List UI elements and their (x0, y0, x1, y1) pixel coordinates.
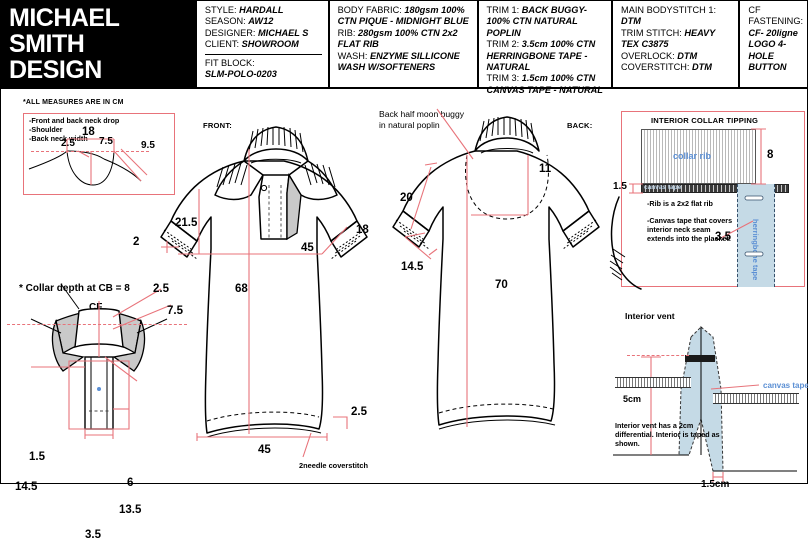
placket-detail-value: 6 (127, 477, 134, 489)
vent-height-value: 5cm (623, 394, 642, 404)
trim3-row: TRIM 3: 1.5cm 100% CTN CANVAS TAPE - NAT… (486, 73, 603, 95)
vent-hem-tape-right (713, 393, 799, 404)
back-buggy-note: Back half moon buggy in natural poplin (379, 109, 465, 130)
rib-note: -Rib is a 2x2 flat rib (647, 199, 713, 208)
body-fabric-row: BODY FABRIC: 180gsm 100% CTN PIQUE - MID… (337, 5, 469, 27)
collar-detail-drawing (30, 283, 172, 439)
front-neck-drop-value: 2.5 (61, 138, 75, 149)
header-col-fastening: CF FASTENING: CF- 20ligne LOGO 4-HOLE BU… (738, 1, 808, 87)
drawing-area: *ALL MEASURES ARE IN CM -Front and back … (1, 89, 808, 541)
vent-width-value: 1.5cm (701, 479, 730, 490)
back-sleeve-length-value: 20 (400, 192, 413, 204)
fitblock-row: FIT BLOCK: SLM-POLO-0203 (204, 53, 322, 81)
season-row: SEASON: AW12 (204, 16, 274, 27)
vent-hem-tape-left (615, 377, 691, 388)
coverstitch-row: COVERSTITCH: DTM (621, 62, 712, 73)
rib-depth-value: 8 (767, 149, 774, 161)
back-neck-drop-value: 7.5 (99, 136, 113, 147)
shoulder-value: 9.5 (141, 140, 155, 151)
vent-top-guide (627, 355, 689, 356)
placket-top-value: 1.5 (29, 451, 45, 463)
back-neck-depth-value: 11 (539, 163, 552, 175)
interior-vent-title: Interior vent (625, 311, 675, 321)
neck-centerline (31, 151, 149, 152)
wash-row: WASH: ENZYME SILLICONE WASH W/SOFTENERS (337, 50, 460, 73)
canvas-width-value: 1.5 (613, 181, 627, 192)
collar-tipping-callouts (609, 128, 766, 290)
back-view-drawing (392, 108, 600, 430)
collar-tipping-box (621, 111, 805, 287)
collar-rib-swatch (641, 129, 756, 184)
rib-row: RIB: 280gsm 100% CTN 2x2 FLAT RIB (337, 27, 458, 50)
collar-tipping-title: INTERIOR COLLAR TIPPING (651, 116, 759, 125)
front-sleeve-opening-left-value: 2 (133, 236, 140, 248)
front-view-drawing (160, 126, 368, 458)
canvas-note: -Canvas tape that covers interior neck s… (647, 216, 733, 243)
back-body-length-value: 70 (495, 279, 508, 291)
back-neck-width-value: 18 (82, 126, 95, 138)
client-row: CLIENT: SHOWROOM (204, 39, 299, 50)
herringbone-tape-label: herringbone tape (751, 219, 760, 281)
vent-canvas-tape-label: canvas tape (763, 381, 808, 390)
collar-depth-note: * Collar depth at CB = 8 (19, 283, 130, 294)
back-view-label: BACK: (567, 121, 593, 130)
header-col-trims: TRIM 1: BACK BUGGY- 100% CTN NATURAL POP… (476, 1, 612, 95)
all-measures-note: *ALL MEASURES ARE IN CM (23, 99, 124, 106)
logo-line-1: MICHAEL (9, 4, 120, 32)
collar-stand-value: 2.5 (153, 283, 169, 295)
coverstitch-note: 2needle coverstitch (299, 461, 369, 470)
canvas-tape-label: canvas tape (644, 184, 682, 191)
fastening-row: CF FASTENING: CF- 20ligne LOGO 4-HOLE BU… (748, 5, 804, 73)
front-hem-value: 45 (258, 444, 271, 456)
front-hem-depth-value: 2.5 (351, 406, 367, 418)
canvas-tape-band (641, 184, 789, 193)
brand-logo: MICHAEL SMITH DESIGN (1, 1, 195, 87)
collar-fall-value: 7.5 (167, 305, 183, 317)
neck-detail-box (23, 113, 175, 195)
front-sleeve-length-value: 21.5 (175, 217, 198, 229)
herringbone-tape-swatch (737, 184, 775, 287)
style-row: STYLE: HARDALL (204, 5, 284, 15)
cf-label: CF (89, 302, 103, 313)
back-cuff-value: 14.5 (401, 261, 424, 273)
logo-line-3: DESIGN (9, 56, 102, 84)
vent-note: Interior vent has a 2cm differential. In… (615, 421, 720, 448)
collar-rib-label: collar rib (673, 151, 712, 161)
header-col-fabric: BODY FABRIC: 180gsm 100% CTN PIQUE - MID… (327, 1, 477, 87)
front-body-length-value: 68 (235, 283, 248, 295)
herringbone-width-value: 3.5 (715, 231, 731, 243)
designer-row: DESIGNER: MICHAEL S (204, 27, 309, 38)
header-col-style: STYLE: HARDALL SEASON: AW12 DESIGNER: MI… (194, 1, 328, 87)
interior-vent-drawing (613, 325, 797, 482)
front-chest-value: 45 (301, 242, 314, 254)
header-col-stitching: MAIN BODYSTITCH 1: DTM TRIM STITCH: HEAV… (611, 1, 738, 87)
trim1-row: TRIM 1: BACK BUGGY- 100% CTN NATURAL POP… (486, 5, 587, 38)
logo-line-2: SMITH (9, 30, 85, 58)
bodystitch-row: MAIN BODYSTITCH 1: DTM (621, 5, 716, 27)
trimstitch-row: TRIM STITCH: HEAVY TEX C3875 (621, 27, 716, 50)
placket-inner-value: 13.5 (119, 504, 142, 516)
neck-detail-drawing (28, 138, 148, 186)
trim2-row: TRIM 2: 3.5cm 100% CTN HERRINGBONE TAPE … (486, 39, 596, 73)
collar-cb-line (7, 324, 187, 325)
overlock-row: OVERLOCK: DTM (621, 50, 698, 61)
front-sleeve-opening-right-value: 18 (356, 224, 369, 236)
header-bar: MICHAEL SMITH DESIGN STYLE: HARDALL SEAS… (1, 1, 808, 95)
front-view-label: FRONT: (203, 121, 233, 130)
placket-width-value: 3.5 (85, 529, 101, 541)
